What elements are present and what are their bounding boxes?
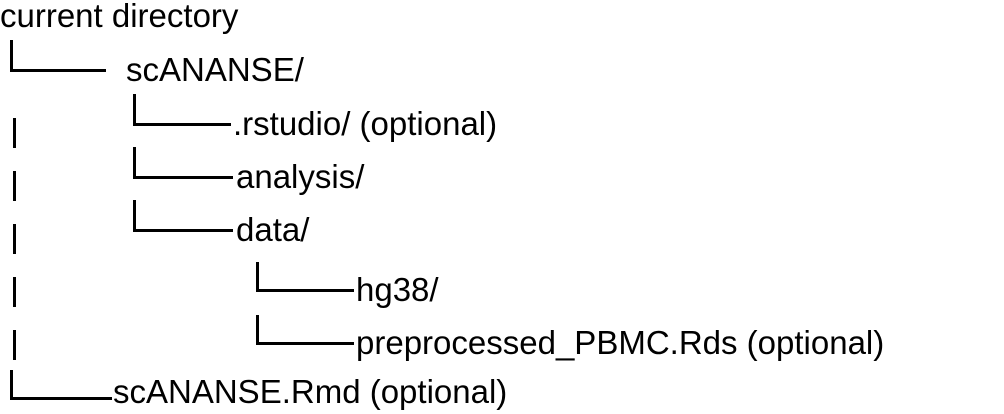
tree-connector-vertical bbox=[133, 200, 136, 232]
tree-node-rstudio-dir[interactable]: .rstudio/ (optional) bbox=[233, 105, 498, 142]
tree-connector-vertical bbox=[256, 262, 259, 292]
tree-connector-horizontal bbox=[256, 289, 354, 292]
tree-connector-horizontal bbox=[10, 69, 106, 72]
tree-connector-vertical bbox=[10, 40, 13, 72]
tree-continuation-pipe bbox=[13, 118, 16, 148]
tree-node-analysis-dir[interactable]: analysis/ bbox=[236, 158, 365, 195]
tree-node-scananse-dir[interactable]: scANANSE/ bbox=[126, 51, 304, 88]
tree-node-hg38-dir[interactable]: hg38/ bbox=[356, 271, 439, 308]
tree-root-label: current directory bbox=[0, 0, 239, 34]
tree-connector-horizontal bbox=[133, 229, 233, 232]
tree-continuation-pipe bbox=[13, 277, 16, 307]
tree-connector-vertical bbox=[133, 94, 136, 126]
tree-continuation-pipe bbox=[13, 224, 16, 254]
tree-connector-horizontal bbox=[133, 176, 233, 179]
tree-connector-horizontal bbox=[133, 123, 231, 126]
tree-node-data-dir[interactable]: data/ bbox=[236, 211, 310, 248]
tree-continuation-pipe bbox=[13, 171, 16, 201]
tree-node-pbmc-file[interactable]: preprocessed_PBMC.Rds (optional) bbox=[356, 324, 885, 361]
tree-connector-vertical bbox=[10, 370, 13, 400]
tree-connector-vertical bbox=[133, 147, 136, 179]
tree-connector-horizontal bbox=[10, 397, 112, 400]
tree-node-rmd-file[interactable]: scANANSE.Rmd (optional) bbox=[113, 373, 508, 410]
tree-connector-vertical bbox=[256, 315, 259, 345]
tree-continuation-pipe bbox=[13, 330, 16, 360]
tree-connector-horizontal bbox=[256, 342, 354, 345]
